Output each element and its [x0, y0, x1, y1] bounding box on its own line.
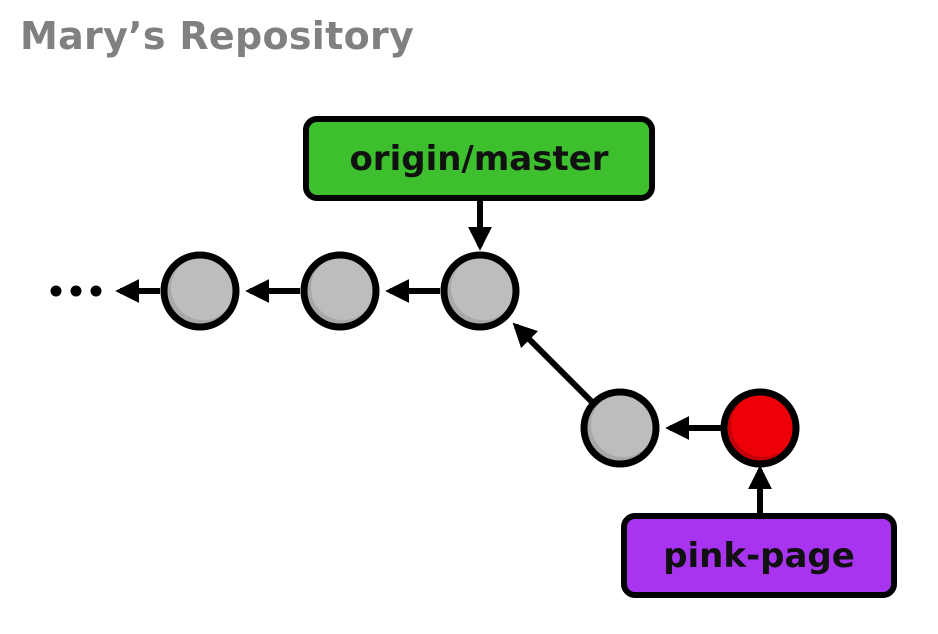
- ellipsis-dot: [90, 285, 102, 297]
- head-commit-node[interactable]: [720, 388, 800, 468]
- commit-node[interactable]: [160, 251, 240, 331]
- parent-arrow-c4-to-c3: [512, 322, 595, 405]
- branch-label-origin-master-text: origin/master: [349, 139, 608, 179]
- branch-label-pink-page-text: pink-page: [663, 536, 855, 576]
- repository-title: Mary’s Repository: [20, 14, 415, 58]
- branch-label-pink-page[interactable]: pink-page: [621, 513, 897, 598]
- commit-node[interactable]: [440, 251, 520, 331]
- commit-node[interactable]: [300, 251, 380, 331]
- branch-label-origin-master[interactable]: origin/master: [303, 116, 655, 201]
- ellipsis-dots: [50, 285, 102, 297]
- ellipsis-dot: [70, 285, 82, 297]
- commit-node[interactable]: [580, 388, 660, 468]
- ellipsis-dot: [50, 285, 62, 297]
